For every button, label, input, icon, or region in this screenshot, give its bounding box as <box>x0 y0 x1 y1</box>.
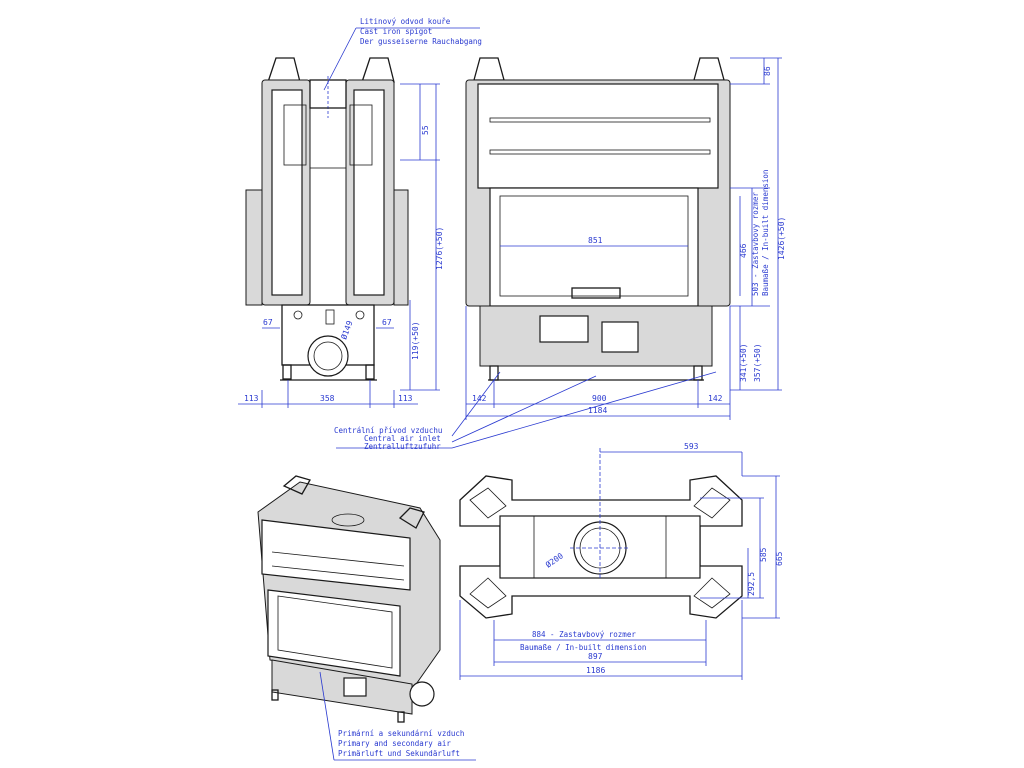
side-view: 55 1276(+50) 119(+50) Ø149 67 67 113 358… <box>238 17 482 408</box>
iso-glass-inner <box>277 595 393 669</box>
top-outline <box>459 475 743 619</box>
dim-1426: 1426(+50) <box>777 217 786 260</box>
dim-292: 292,5 <box>747 572 756 596</box>
leader <box>451 371 717 449</box>
dim-1186: 1186 <box>586 666 605 675</box>
dim-851: 851 <box>588 236 603 245</box>
dim-113a: 113 <box>244 394 259 403</box>
panel <box>271 89 303 296</box>
slot <box>271 565 405 581</box>
air-label-cs: Centrální přívod vzduchu <box>334 426 442 435</box>
dim-503-de: Baumaße / In-built dimension <box>761 170 770 296</box>
dim-358: 358 <box>320 394 335 403</box>
lifting-lug <box>361 57 395 83</box>
flange <box>245 189 263 306</box>
spigot-label-cs: Litinový odvod kouře <box>360 17 451 26</box>
lug-pad <box>693 487 731 519</box>
iso-top-panel <box>261 519 411 591</box>
leader <box>451 371 501 437</box>
air-inlet-inner <box>313 341 343 371</box>
iso-air-inlet <box>409 681 435 707</box>
plate <box>601 321 639 353</box>
panel-inset <box>349 104 373 166</box>
prim-label-cs: Primární a sekundární vzduch <box>338 729 464 738</box>
air-label-en: Central air inlet <box>364 434 441 443</box>
dim-119: 119(+50) <box>411 321 420 360</box>
front-view: 851 86 1426(+50) 466 503 - Zastavbovy ro… <box>334 57 786 451</box>
foot <box>489 365 499 381</box>
flange <box>393 189 409 306</box>
dim-142a: 142 <box>472 394 487 403</box>
bolt <box>293 310 303 320</box>
spigot-label-en: Cast iron spigot <box>360 27 432 36</box>
foot <box>282 364 292 380</box>
lifting-lug <box>693 57 725 81</box>
iso-spigot <box>331 513 365 527</box>
iso-base <box>271 659 413 715</box>
dim-897: 897 <box>588 652 603 661</box>
dim-86: 86 <box>763 66 772 76</box>
slot <box>489 117 711 123</box>
panel <box>353 89 385 296</box>
bolt <box>355 310 365 320</box>
upper-panel <box>477 83 719 189</box>
lug-pad <box>469 577 507 609</box>
lower-box <box>479 305 713 367</box>
leader <box>451 375 597 443</box>
dim-55: 55 <box>421 125 430 135</box>
leader <box>319 671 335 761</box>
nozzle <box>325 309 335 325</box>
iso-plate <box>343 677 367 697</box>
dim-585: 585 <box>759 547 768 562</box>
slot <box>271 551 405 567</box>
prim-label-en: Primary and secondary air <box>338 739 451 748</box>
dim-1276: 1276(+50) <box>435 227 444 270</box>
foot <box>365 364 375 380</box>
dim-665: 665 <box>775 551 784 566</box>
top-view: 593 Ø200 665 585 292,5 884 - Zastavbový … <box>459 442 784 680</box>
lifting-lug <box>398 507 425 529</box>
builtin-label-cs: 884 - Zastavbový rozmer <box>532 630 636 639</box>
dim-113b: 113 <box>398 394 413 403</box>
dim-149: Ø149 <box>338 319 354 341</box>
dim-466: 466 <box>739 243 748 258</box>
iso-glass <box>267 589 401 677</box>
inner <box>309 107 347 169</box>
air-box <box>539 315 589 343</box>
dim-341: 341(+50) <box>739 343 748 382</box>
foot <box>271 689 279 701</box>
lifting-lug <box>282 475 311 495</box>
lug-pad <box>469 487 507 519</box>
glass-frame <box>489 187 699 307</box>
dim-503: 503 - Zastavbovy rozmer <box>751 192 760 296</box>
leader <box>323 27 357 91</box>
lug-pad <box>693 577 731 609</box>
isometric-view: Primární a sekundární vzduch Primary and… <box>257 475 476 761</box>
dim-593: 593 <box>684 442 699 451</box>
handle <box>571 287 621 299</box>
air-label-de: Zentralluftzufuhr <box>364 442 441 451</box>
dim-67b: 67 <box>382 318 392 327</box>
dim-142b: 142 <box>708 394 723 403</box>
builtin-label-de: Baumaße / In-built dimension <box>520 643 646 652</box>
panel-inset <box>283 104 307 166</box>
lifting-lug <box>267 57 301 83</box>
dim-900: 900 <box>592 394 607 403</box>
dim-67a: 67 <box>263 318 273 327</box>
dim-1184: 1184 <box>588 406 607 415</box>
lifting-lug <box>473 57 505 81</box>
prim-label-de: Primärluft und Sekundärluft <box>338 749 460 758</box>
foot <box>397 711 405 723</box>
dim-357: 357(+50) <box>753 343 762 382</box>
slot <box>489 149 711 155</box>
spigot-label-de: Der gusseiserne Rauchabgang <box>360 37 482 46</box>
